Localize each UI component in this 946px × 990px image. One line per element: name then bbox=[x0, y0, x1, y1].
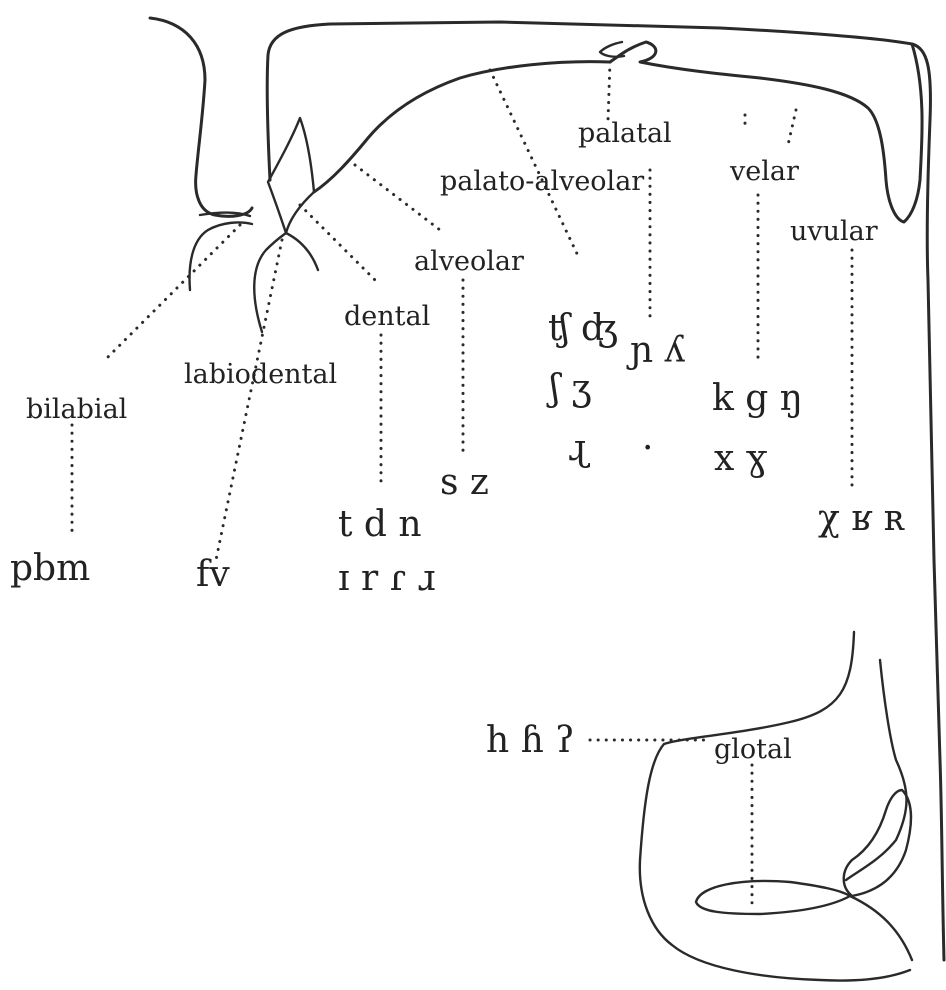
leader-alveolar bbox=[355, 165, 440, 230]
palate-roof-outer bbox=[267, 22, 944, 960]
label-dental: dental bbox=[344, 301, 430, 332]
leader-velar-b bbox=[788, 110, 796, 145]
larynx-front bbox=[850, 896, 912, 960]
upper-incisor bbox=[268, 118, 314, 233]
symbols-palatal-dot: · bbox=[642, 428, 653, 469]
label-velar: velar bbox=[729, 156, 799, 187]
label-labiodental: labiodental bbox=[184, 359, 337, 390]
phonetic-symbols: pbm fv t d n ɪ r ɾ ɹ s z ʧ ʤ ʃ ʒ ɻ ɲ ʎ ·… bbox=[10, 308, 905, 761]
symbols-uvular: χ ʁ ʀ bbox=[818, 498, 905, 539]
label-alveolar: alveolar bbox=[414, 246, 524, 277]
label-glottal: glotal bbox=[714, 734, 792, 765]
nose-upper-lip-outline bbox=[150, 18, 252, 216]
label-uvular: uvular bbox=[790, 216, 878, 247]
symbols-dental-row1: t d n bbox=[338, 504, 422, 545]
vocal-folds bbox=[696, 881, 850, 914]
leader-bilabial bbox=[105, 225, 240, 360]
label-bilabial: bilabial bbox=[26, 394, 127, 425]
label-palatal: palatal bbox=[578, 118, 672, 149]
symbols-labiodental: fv bbox=[196, 554, 230, 595]
symbols-palato-alveolar-row1: ʧ ʤ bbox=[548, 308, 618, 349]
label-palato-alveolar: palato-alveolar bbox=[440, 166, 644, 197]
lower-lip-curve bbox=[254, 233, 318, 332]
pharynx-back bbox=[640, 632, 910, 981]
symbols-velar-row2: x ɣ bbox=[714, 438, 768, 479]
lower-lip bbox=[190, 222, 252, 290]
leader-palato-alveolar bbox=[490, 70, 580, 260]
symbols-palato-alveolar-row2: ʃ ʒ bbox=[546, 368, 592, 409]
leader-palatal bbox=[608, 62, 610, 120]
larynx-epiglottis bbox=[846, 660, 907, 880]
symbols-glottal: h ɦ ʔ bbox=[486, 720, 575, 761]
symbols-velar-row1: k g ŋ bbox=[712, 378, 803, 419]
leader-dental bbox=[300, 205, 380, 285]
larynx-wall bbox=[844, 790, 911, 896]
symbols-palatal: ɲ ʎ bbox=[626, 330, 686, 371]
symbols-bilabial: pbm bbox=[10, 548, 90, 589]
symbols-palato-alveolar-row3: ɻ bbox=[568, 428, 591, 469]
symbols-dental-row2: ɪ r ɾ ɹ bbox=[338, 558, 435, 599]
symbols-alveolar: s z bbox=[440, 462, 489, 503]
leader-labiodental bbox=[216, 240, 282, 560]
